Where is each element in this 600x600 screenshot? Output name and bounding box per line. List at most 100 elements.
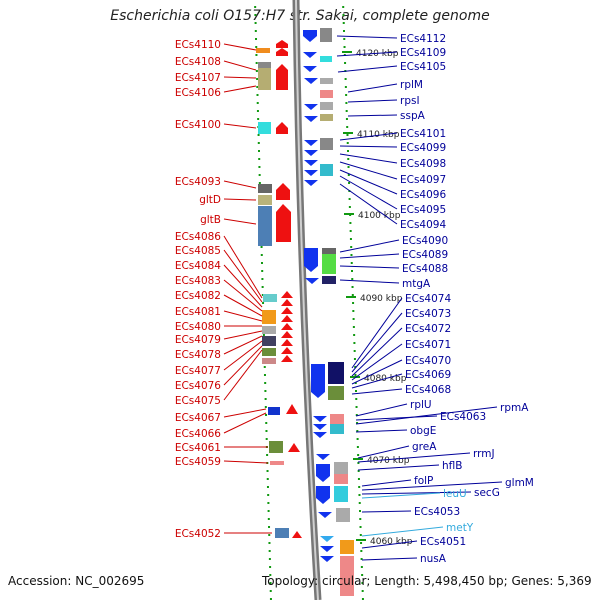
tick-dot: [265, 430, 268, 432]
tick-dot: [348, 182, 351, 184]
tick-dot: [269, 590, 272, 592]
reverse-gene-label: ECs4075: [175, 395, 221, 407]
tick-dot: [349, 238, 352, 240]
tick-dot: [256, 110, 259, 112]
forward-gene-label: ECs4070: [405, 355, 451, 367]
tick-dot: [256, 102, 259, 104]
forward-strand-labels: ECs4112ECs4109ECs4105rplMrpsIsspAECs4101…: [336, 33, 534, 565]
tick-dot: [256, 86, 259, 88]
tick-dot: [255, 38, 258, 40]
tick-dot: [255, 54, 258, 56]
reverse-gene-label: ECs4082: [175, 290, 221, 302]
forward-gene-label: ECs4090: [402, 235, 448, 247]
reverse-gene-label: gltB: [200, 214, 221, 226]
kbp-tick-label: 4090 kbp: [360, 294, 403, 304]
tick-dot: [258, 182, 261, 184]
tick-dot: [354, 382, 357, 384]
label-leader-line: [361, 557, 418, 561]
forward-gene-label: ECs4053: [414, 506, 460, 518]
tick-dot: [360, 558, 363, 560]
tick-dot: [254, 30, 257, 32]
tick-dot: [347, 150, 349, 152]
label-leader-line: [361, 492, 441, 499]
tick-dot: [348, 198, 351, 200]
label-leader-line: [351, 388, 403, 395]
tick-dot: [261, 294, 264, 296]
tick-dot: [262, 334, 265, 336]
reverse-gene-label: ECs4077: [175, 365, 221, 377]
reverse-strand-labels: ECs4110ECs4108ECs4107ECs4106ECs4100ECs40…: [175, 39, 272, 540]
tick-dot: [352, 318, 355, 320]
label-leader-line: [223, 76, 257, 79]
tick-dot: [361, 582, 364, 584]
label-leader-line: [223, 345, 263, 386]
tick-dot: [258, 166, 261, 168]
tick-dot: [350, 254, 353, 256]
tick-dot: [268, 558, 271, 560]
label-leader-line: [361, 526, 444, 537]
tick-dot: [347, 166, 350, 168]
forward-gene-label: ECs4097: [400, 174, 446, 186]
tick-dot: [261, 278, 264, 280]
label-leader-line: [336, 35, 398, 39]
label-leader-line: [223, 249, 263, 303]
tick-dot: [257, 118, 260, 120]
tick-dot: [263, 374, 266, 376]
label-leader-line: [361, 540, 418, 549]
forward-gene-label: ECs4105: [400, 61, 446, 73]
reverse-gene-label: ECs4061: [175, 442, 221, 454]
tick-dot: [258, 174, 261, 176]
tick-dot: [357, 454, 360, 456]
label-leader-line: [339, 161, 398, 180]
tick-dot: [345, 102, 348, 104]
forward-gene-label: ECs4094: [400, 219, 446, 231]
forward-gene-label: hflB: [442, 460, 462, 472]
tick-dot: [255, 62, 258, 64]
label-leader-line: [361, 491, 472, 495]
tick-dot: [358, 486, 361, 488]
tick-dot: [261, 286, 264, 288]
tick-dot: [255, 70, 258, 72]
tick-dot: [359, 510, 361, 512]
topology-text: Topology: circular; Length: 5,498,450 bp…: [262, 574, 592, 588]
genome-backbone: [292, 0, 322, 600]
tick-dot: [266, 478, 269, 480]
label-leader-line: [223, 340, 263, 371]
tick-dot: [359, 534, 362, 536]
tick-dot: [356, 422, 359, 424]
tick-dot: [268, 526, 271, 528]
tick-dot: [342, 6, 345, 8]
forward-gene-label: sspA: [400, 110, 426, 122]
tick-dot: [356, 430, 359, 432]
tick-dot: [354, 366, 357, 368]
tick-dot: [267, 494, 270, 496]
tick-dot: [269, 574, 272, 576]
forward-gene-label: leuU: [443, 488, 467, 500]
reverse-gene-label: ECs4079: [175, 334, 221, 346]
tick-dot: [265, 414, 268, 416]
label-leader-line: [355, 403, 408, 417]
reverse-gene-label: ECs4100: [175, 119, 221, 131]
tick-dot: [355, 406, 358, 408]
label-leader-line: [339, 132, 398, 141]
label-leader-line: [347, 99, 398, 103]
forward-gene-label: ECs4112: [400, 33, 446, 45]
tick-dot: [350, 262, 353, 264]
label-leader-line: [223, 460, 269, 464]
label-leader-line: [339, 145, 398, 148]
forward-gene-label: glmM: [505, 477, 534, 489]
tick-dot: [349, 222, 352, 224]
label-leader-line: [339, 175, 398, 210]
reverse-gene-label: ECs4106: [175, 87, 221, 99]
label-leader-line: [223, 310, 263, 322]
label-leader-line: [337, 65, 398, 73]
forward-gene-label: ECs4069: [405, 369, 451, 381]
forward-gene-label: ECs4098: [400, 158, 446, 170]
tick-dot: [257, 142, 260, 144]
tick-dot: [257, 134, 260, 136]
reverse-gene-label: ECs4067: [175, 412, 221, 424]
label-leader-line: [223, 330, 263, 340]
tick-dot: [261, 270, 264, 272]
tick-dot: [360, 566, 363, 568]
